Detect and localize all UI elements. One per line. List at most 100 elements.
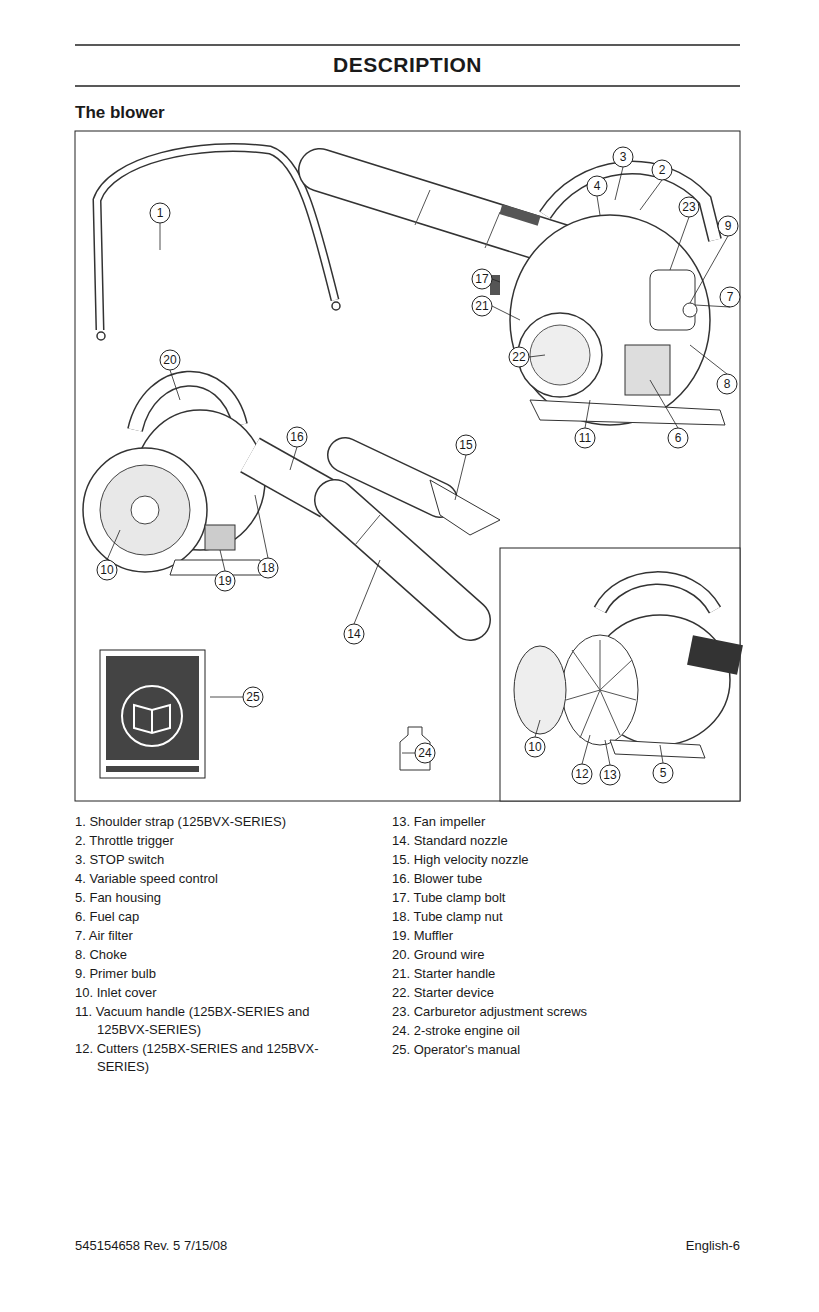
accessories xyxy=(100,650,430,778)
impeller-blades xyxy=(566,640,636,738)
callout-circle xyxy=(150,203,170,223)
high-velocity-nozzle xyxy=(345,455,440,500)
callout-circle xyxy=(668,428,688,448)
callout-circle xyxy=(472,296,492,316)
callout-circle xyxy=(287,427,307,447)
footer-text: English-6 xyxy=(540,1238,740,1253)
callout-circle xyxy=(525,737,545,757)
part-list-item: 2. Throttle trigger xyxy=(75,832,332,850)
callout-circle xyxy=(600,765,620,785)
callout-circle xyxy=(243,687,263,707)
callout-number: 16 xyxy=(287,427,307,447)
callout-circle xyxy=(717,374,737,394)
page-rules xyxy=(75,45,740,801)
part-list-item: 22. Starter device xyxy=(392,984,744,1002)
part-list-item: 8. Choke xyxy=(75,946,332,964)
part-list-item: 18. Tube clamp nut xyxy=(392,908,744,926)
tube-joint xyxy=(355,515,380,545)
part-list-item: 23. Carburetor adjustment screws xyxy=(392,1003,744,1021)
callout-number: 11 xyxy=(575,428,595,448)
part-list-item: 12. Cutters (125BX-SERIES and 125BVX-SER… xyxy=(75,1040,332,1076)
handle xyxy=(545,168,715,240)
fan-housing xyxy=(83,448,207,572)
air-filter xyxy=(650,270,695,330)
callout-number: 9 xyxy=(718,216,738,236)
figure-frame xyxy=(75,131,740,801)
section-heading: The blower xyxy=(75,103,375,123)
manual-icon xyxy=(122,686,182,746)
inset-frame xyxy=(500,548,740,801)
part-list-item: 14. Standard nozzle xyxy=(392,832,744,850)
blower-body xyxy=(510,215,710,425)
inlet-hub xyxy=(131,496,159,524)
nozzle-tip xyxy=(430,480,500,535)
part-list-item: 4. Variable speed control xyxy=(75,870,332,888)
part-list-item: 25. Operator's manual xyxy=(392,1041,744,1059)
callout-number: 10 xyxy=(97,560,117,580)
callout-number: 13 xyxy=(600,765,620,785)
callout-circle xyxy=(160,350,180,370)
callout-number: 2 xyxy=(652,160,672,180)
callout-number: 3 xyxy=(613,147,633,167)
callout-number: 14 xyxy=(344,624,364,644)
callout-circle xyxy=(344,624,364,644)
manual-stripe xyxy=(106,760,199,766)
part-list-item: 16. Blower tube xyxy=(392,870,744,888)
tube-joint xyxy=(415,190,430,225)
book-glyph xyxy=(134,705,170,733)
inlet-cover xyxy=(100,465,190,555)
callout-number: 25 xyxy=(243,687,263,707)
callout-number: 18 xyxy=(258,558,278,578)
tube-stub xyxy=(690,650,740,660)
leader-lines xyxy=(107,167,730,765)
brand-logo xyxy=(499,204,540,225)
header-rule xyxy=(75,44,740,46)
callout-number: 23 xyxy=(679,197,699,217)
callout-number: 24 xyxy=(415,743,435,763)
base-foot xyxy=(170,560,262,575)
callout-number: 5 xyxy=(653,763,673,783)
part-list-item: 24. 2-stroke engine oil xyxy=(392,1022,744,1040)
callout-circle xyxy=(97,560,117,580)
starter-grille xyxy=(530,325,590,385)
callout-circle xyxy=(653,763,673,783)
manual-book xyxy=(100,650,205,778)
standard-nozzle xyxy=(335,500,470,620)
part-list-item: 6. Fuel cap xyxy=(75,908,332,926)
handle xyxy=(600,578,715,610)
primer-bulb xyxy=(683,303,697,317)
part-list-item: 15. High velocity nozzle xyxy=(392,851,744,869)
part-list-item: 19. Muffler xyxy=(392,927,744,945)
callout-number: 17 xyxy=(472,269,492,289)
fuel-tank xyxy=(625,345,670,395)
callout-number: 10 xyxy=(525,737,545,757)
callout-number: 1 xyxy=(150,203,170,223)
part-list-item: 13. Fan impeller xyxy=(392,813,744,831)
callout-number: 6 xyxy=(668,428,688,448)
callout-number: 19 xyxy=(215,571,235,591)
part-list-item: 11. Vacuum handle (125BX-SERIES and 125B… xyxy=(75,1003,332,1039)
strap-hook xyxy=(332,302,340,310)
callout-circle xyxy=(509,347,529,367)
callout-circle xyxy=(652,160,672,180)
high-velocity-nozzle xyxy=(345,455,440,500)
part-list-item: 17. Tube clamp bolt xyxy=(392,889,744,907)
callout-circle xyxy=(720,287,740,307)
part-list-item: 1. Shoulder strap (125BVX-SERIES) xyxy=(75,813,332,831)
callout-circle xyxy=(415,743,435,763)
footer-text: 545154658 Rev. 5 7/15/08 xyxy=(75,1238,375,1253)
tube-fill xyxy=(320,170,560,245)
standard-nozzle xyxy=(335,500,470,620)
callout-number: 12 xyxy=(572,764,592,784)
base-foot xyxy=(610,740,705,758)
callout-circle xyxy=(613,147,633,167)
callout-circle xyxy=(587,176,607,196)
callout-circle xyxy=(456,435,476,455)
tube-joint xyxy=(485,212,500,248)
callout-number: 15 xyxy=(456,435,476,455)
callout-circle xyxy=(572,764,592,784)
callout-number: 20 xyxy=(160,350,180,370)
callout-number: 22 xyxy=(509,347,529,367)
inset-view xyxy=(514,578,740,758)
